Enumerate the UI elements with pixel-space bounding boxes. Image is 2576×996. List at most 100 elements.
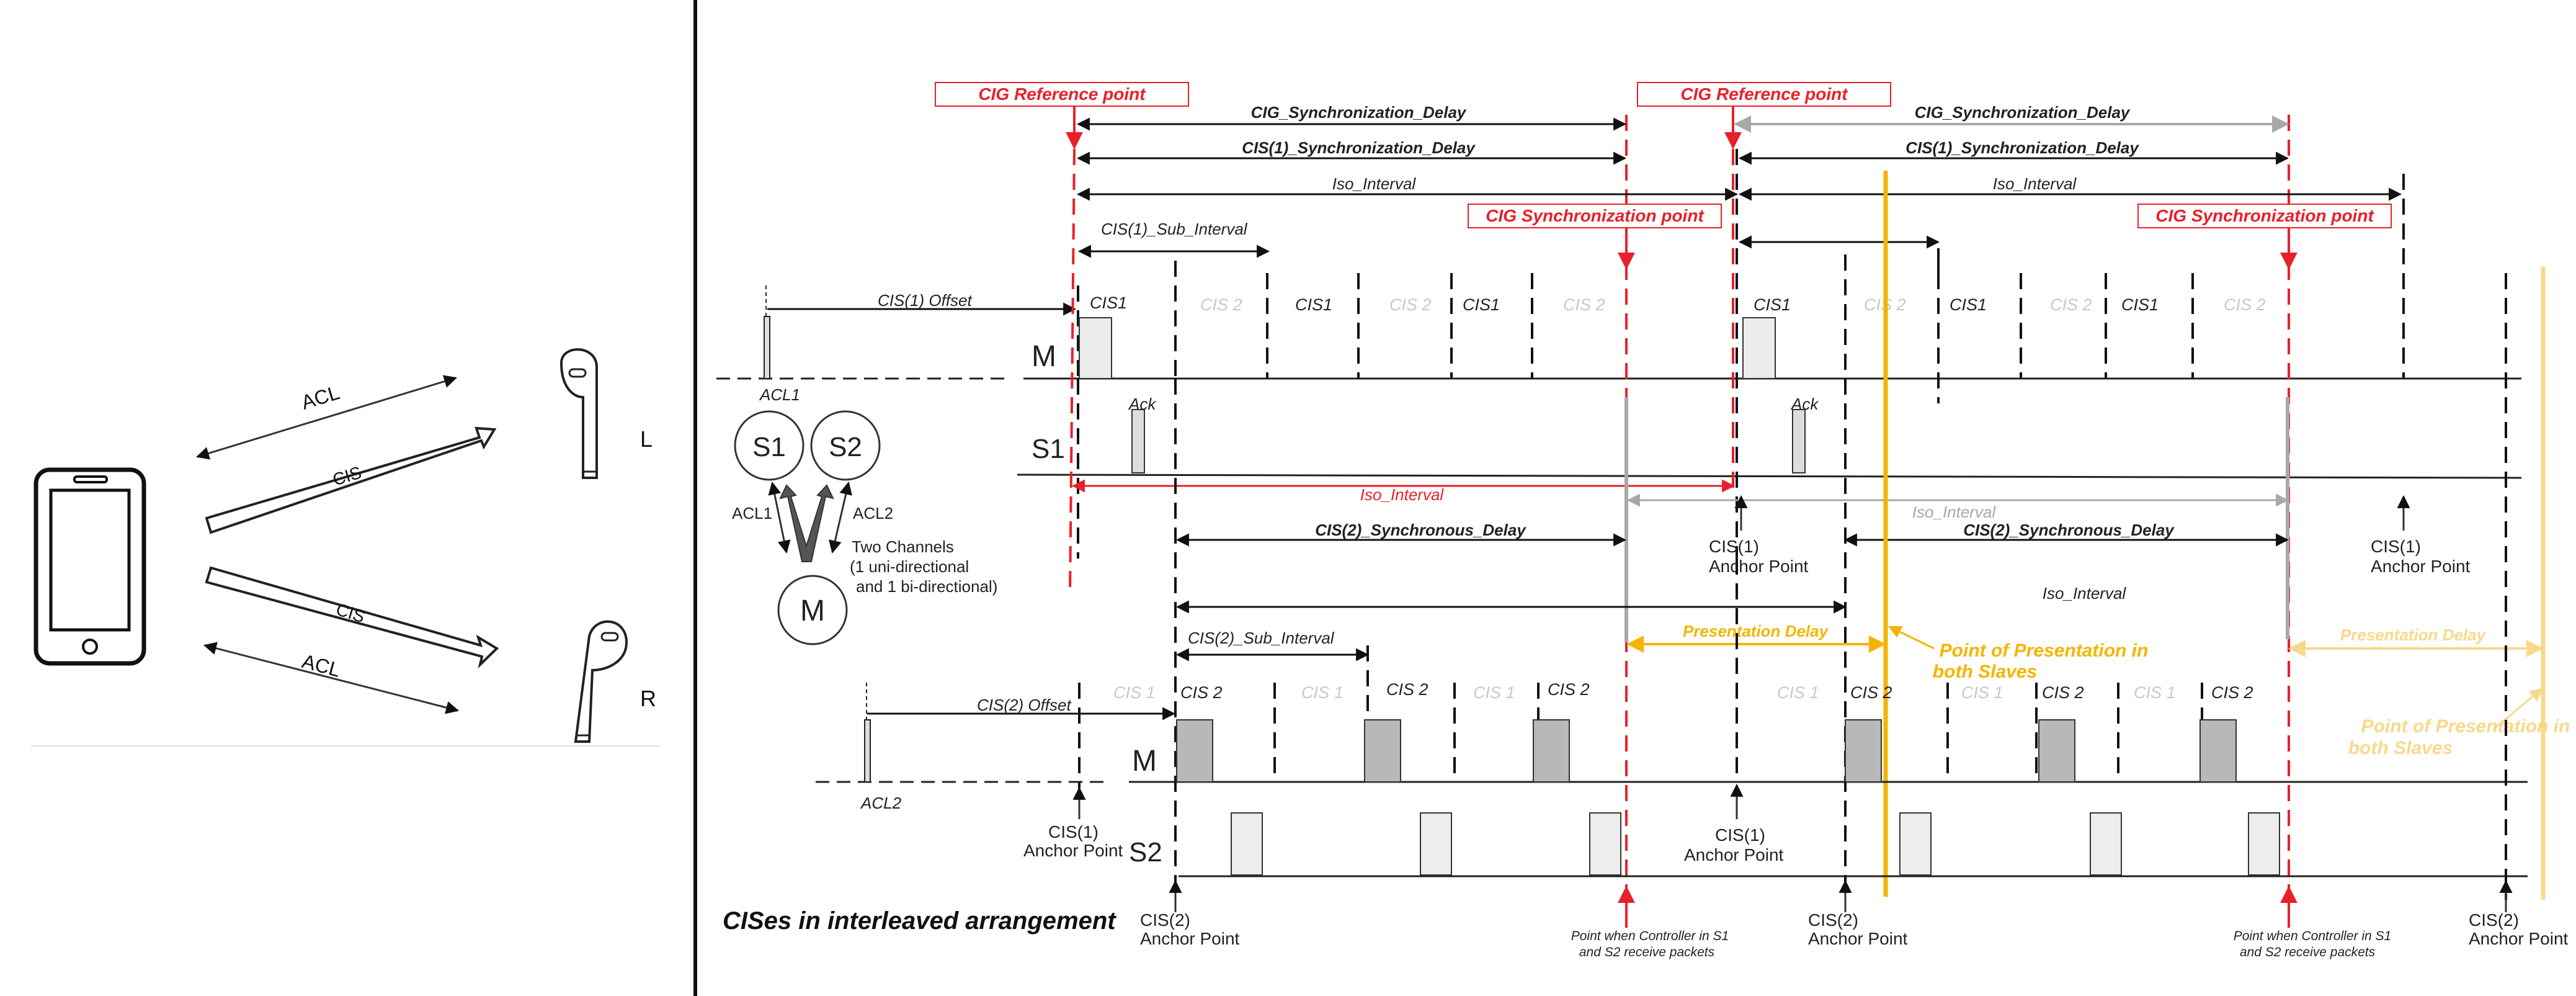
cis1-anchor-label-ba: CIS(1) bbox=[1715, 825, 1765, 845]
upper-slot-5: CIS1 bbox=[1463, 295, 1500, 314]
cis1-sub-interval-label: CIS(1)_Sub_Interval bbox=[1101, 220, 1248, 238]
upper-slot-12: CIS 2 bbox=[2224, 295, 2266, 314]
cis2-sub-interval-label: CIS(2)_Sub_Interval bbox=[1188, 629, 1335, 647]
lower-m-label: M bbox=[1132, 745, 1157, 778]
topology-legend: S1 S2 M ACL1 ACL2 Two Channels (1 uni-di… bbox=[732, 410, 997, 645]
cig-sync-box-2 bbox=[2137, 204, 2392, 228]
lower-slot-4: CIS 2 bbox=[1386, 680, 1428, 699]
cig-sync-box-1 bbox=[1468, 204, 1722, 228]
upper-slot-9: CIS1 bbox=[1950, 295, 1987, 314]
pop-pointer-2 bbox=[2493, 688, 2543, 730]
cis1-anchor-label-1b: Anchor Point bbox=[1709, 557, 1809, 576]
lower-slot-5: CIS 1 bbox=[1473, 683, 1515, 702]
lower-slot-3: CIS 1 bbox=[1301, 683, 1344, 702]
acl-bottom-label: ACL bbox=[300, 650, 342, 681]
presentation-delay-label-1: Presentation Delay bbox=[1683, 622, 1829, 640]
acl-top-label: ACL bbox=[299, 381, 342, 414]
channels-caption-3: and 1 bi-directional) bbox=[856, 577, 997, 596]
lower-slot-9: CIS 1 bbox=[1961, 683, 2003, 702]
acl2-link-label: ACL2 bbox=[853, 504, 893, 523]
cis2-anchor-label-bb: Anchor Point bbox=[1808, 929, 1908, 948]
red-dashed-verticals bbox=[1069, 115, 2290, 894]
cis2-anchor-label-ba: CIS(2) bbox=[1808, 910, 1858, 930]
cis2-sync-delay-label-1: CIS(2)_Synchronous_Delay bbox=[1315, 521, 1526, 539]
ack-label-2: Ack bbox=[1790, 395, 1819, 413]
upper-s1-baseline bbox=[1017, 473, 2522, 479]
upper-slot-2: CIS 2 bbox=[1200, 295, 1242, 314]
upper-s1-label: S1 bbox=[1032, 434, 1065, 464]
lower-slot-1: CIS 1 bbox=[1113, 683, 1156, 702]
cis-top-label: CIS bbox=[331, 462, 364, 489]
pop-label-2a: Point of Presentation in bbox=[2361, 716, 2570, 737]
iso-interval-label-1: Iso_Interval bbox=[1332, 174, 1417, 193]
lower-s2-packets bbox=[1231, 812, 2280, 876]
cig-ref-box-1 bbox=[935, 82, 1189, 107]
lower-slot-6: CIS 2 bbox=[1548, 680, 1590, 699]
cis1-anchor-label-aa: CIS(1) bbox=[1048, 822, 1099, 841]
earbud-left-icon bbox=[559, 348, 598, 479]
pop-label-1b: both Slaves bbox=[1933, 662, 2037, 682]
iso-interval-grey-label: Iso_Interval bbox=[1912, 503, 1997, 521]
acl-link-bottom bbox=[203, 642, 460, 714]
cig-sync-delay-label-2: CIG_Synchronization_Delay bbox=[1915, 103, 2131, 122]
cis-bottom-label: CIS bbox=[334, 599, 367, 626]
upper-slot-1: CIS1 bbox=[1090, 294, 1127, 312]
receive-label-1a: Point when Controller in S1 bbox=[1571, 929, 1729, 943]
lower-s2-label: S2 bbox=[1129, 837, 1162, 868]
cis1-packet-m-1 bbox=[1079, 317, 1112, 379]
cig-ref-label-1: CIG Reference point bbox=[978, 84, 1146, 104]
s1-node-label: S1 bbox=[752, 432, 786, 462]
earbud-right-icon bbox=[574, 620, 628, 743]
lower-slot-lines bbox=[1078, 254, 2507, 900]
cis2-anchor-label-ab: Anchor Point bbox=[1140, 929, 1240, 948]
iso-interval-red-label: Iso_Interval bbox=[1360, 485, 1445, 504]
cis2-anchor-label-ca: CIS(2) bbox=[2469, 910, 2519, 930]
iso-interval-label-2: Iso_Interval bbox=[1993, 174, 2077, 193]
cis1-anchor-label-2a: CIS(1) bbox=[2371, 537, 2421, 556]
cig-sync-label-1: CIG Synchronization point bbox=[1486, 206, 1705, 225]
acl2-link bbox=[829, 481, 852, 554]
left-panel: ACL CIS CIS ACL L R bbox=[31, 348, 661, 747]
lower-slot-10: CIS 2 bbox=[2042, 683, 2084, 702]
cis1-anchor-label-bb: Anchor Point bbox=[1684, 845, 1784, 864]
ack-packet-2 bbox=[1792, 409, 1806, 473]
s2-node-label: S2 bbox=[829, 432, 862, 462]
upper-slot-11: CIS1 bbox=[2121, 295, 2159, 314]
cig-ref-label-2: CIG Reference point bbox=[1680, 84, 1848, 104]
cis1-anchor-label-2b: Anchor Point bbox=[2371, 557, 2471, 576]
upper-slot-lines-1 bbox=[1077, 261, 1533, 379]
lower-slot-8: CIS 2 bbox=[1850, 683, 1892, 702]
upper-slot-3: CIS1 bbox=[1295, 295, 1332, 314]
lower-slot-12: CIS 2 bbox=[2211, 683, 2253, 702]
s1-node bbox=[734, 410, 804, 481]
cis2-offset-label: CIS(2) Offset bbox=[977, 696, 1072, 714]
acl2-packet bbox=[864, 719, 871, 783]
upper-slot-lines-2 bbox=[1844, 254, 2194, 403]
lower-slot-7: CIS 1 bbox=[1777, 683, 1819, 702]
upper-timing: M S1 ACL1 CIS(1) Offset CIS1 CIS 2 CIS1 bbox=[716, 82, 2522, 894]
pop-pointer-1 bbox=[1888, 626, 1935, 650]
upper-slot-10: CIS 2 bbox=[2050, 295, 2092, 314]
acl-link-top bbox=[195, 375, 458, 460]
cig-sync-delay-label-1: CIG_Synchronization_Delay bbox=[1251, 103, 1467, 122]
acl2-label: ACL2 bbox=[860, 794, 902, 812]
cis-bottom-arrow bbox=[205, 566, 499, 669]
acl1-packet bbox=[764, 316, 770, 379]
earbud-left-label: L bbox=[640, 426, 653, 452]
cis1-packet-m-2 bbox=[1742, 317, 1776, 379]
ack-packet-1 bbox=[1131, 409, 1145, 473]
two-channels-arrows bbox=[779, 484, 834, 562]
cig-ref-box-2 bbox=[1637, 82, 1891, 107]
acl1-link-label: ACL1 bbox=[732, 504, 772, 523]
channels-caption-1: Two Channels bbox=[852, 537, 954, 556]
m-node-label: M bbox=[800, 594, 825, 627]
receive-label-2b: and S2 receive packets bbox=[2240, 945, 2376, 959]
presentation-delay-label-2: Presentation Delay bbox=[2340, 626, 2487, 644]
cis1-sync-delay-label-2: CIS(1)_Synchronization_Delay bbox=[1905, 138, 2139, 157]
phone-icon bbox=[33, 467, 146, 666]
cis1-sync-delay-label-1: CIS(1)_Synchronization_Delay bbox=[1242, 138, 1476, 157]
cis-top-arrow bbox=[205, 426, 497, 534]
pop-label-1a: Point of Presentation in bbox=[1940, 640, 2149, 661]
pop-label-2b: both Slaves bbox=[2348, 738, 2453, 758]
receive-label-2a: Point when Controller in S1 bbox=[2234, 929, 2391, 943]
